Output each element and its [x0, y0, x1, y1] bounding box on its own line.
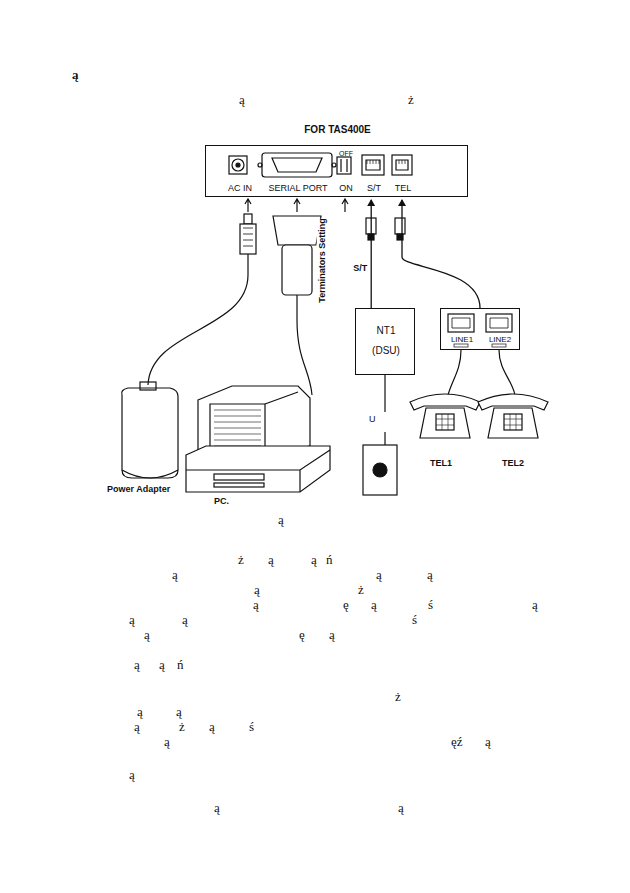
terminator-label: Terminators Setting: [317, 218, 328, 302]
port-label: S/T: [363, 183, 385, 194]
text-fragment: ą: [172, 567, 178, 582]
text-fragment: ęź: [451, 734, 463, 749]
port-label: OFF: [335, 148, 357, 159]
text-fragment: ą: [137, 704, 143, 719]
text-fragment: ą: [134, 657, 140, 672]
text-fragment: ą: [311, 552, 317, 567]
text-fragment: ś: [428, 597, 433, 612]
line-label: U: [369, 414, 376, 425]
text-fragment: ż: [408, 92, 414, 107]
port-label: LINE1: [445, 334, 479, 345]
text-fragment: ń: [177, 657, 184, 672]
text-fragment: ą: [159, 657, 165, 672]
text-fragment: ę: [299, 627, 305, 642]
text-fragment: ą: [182, 612, 188, 627]
port-label: TEL: [393, 183, 413, 194]
port-label: LINE2: [483, 334, 517, 345]
text-fragment: ż: [358, 582, 364, 597]
text-fragment: ą: [253, 597, 259, 612]
device-title: FOR TAS400E: [206, 124, 469, 135]
text-fragment: ą: [72, 67, 79, 82]
text-fragment: ą: [164, 734, 170, 749]
text-fragment: ą: [532, 597, 538, 612]
device-label: PC.: [214, 496, 229, 507]
text-fragment: ą: [278, 512, 284, 527]
device-label: Power Adapter: [107, 484, 170, 495]
cable-label: S/T: [353, 263, 367, 274]
text-fragment: ń: [326, 552, 333, 567]
text-fragment: ą: [239, 92, 245, 107]
text-fragment: ę: [343, 597, 349, 612]
text-fragment: ą: [376, 567, 382, 582]
text-fragment: ą: [209, 719, 215, 734]
phone-label: TEL1: [430, 458, 452, 469]
text-fragment: ą: [485, 734, 491, 749]
device-box: FOR TAS400EAC INSERIAL PORTOFFONS/TTEL: [205, 145, 468, 197]
port-label: SERIAL PORT: [263, 183, 333, 194]
text-fragment: ą: [398, 800, 404, 815]
text-fragment: ś: [412, 612, 417, 627]
port-label: AC IN: [228, 183, 252, 194]
splitter-box: LINE1 LINE2: [440, 308, 520, 350]
cable-connector: [402, 200, 480, 308]
text-fragment: ś: [249, 719, 254, 734]
text-fragment: ą: [268, 552, 274, 567]
phone-label: TEL2: [502, 458, 524, 469]
text-fragment: ą: [329, 627, 335, 642]
text-fragment: ż: [238, 552, 244, 567]
text-fragment: ż: [179, 719, 185, 734]
port-label: NT1 (DSU): [366, 321, 406, 361]
cable-connector: [371, 200, 372, 308]
text-fragment: ą: [371, 597, 377, 612]
text-fragment: ą: [129, 767, 135, 782]
text-fragment: ą: [129, 612, 135, 627]
text-fragment: ą: [214, 800, 220, 815]
nt1-box: NT1 (DSU): [355, 308, 415, 375]
text-fragment: ą: [427, 567, 433, 582]
text-fragment: ą: [176, 704, 182, 719]
text-fragment: ą: [254, 582, 260, 597]
port-label: ON: [336, 183, 356, 194]
text-fragment: ą: [134, 719, 140, 734]
text-fragment: ą: [144, 627, 150, 642]
text-fragment: ż: [395, 689, 401, 704]
